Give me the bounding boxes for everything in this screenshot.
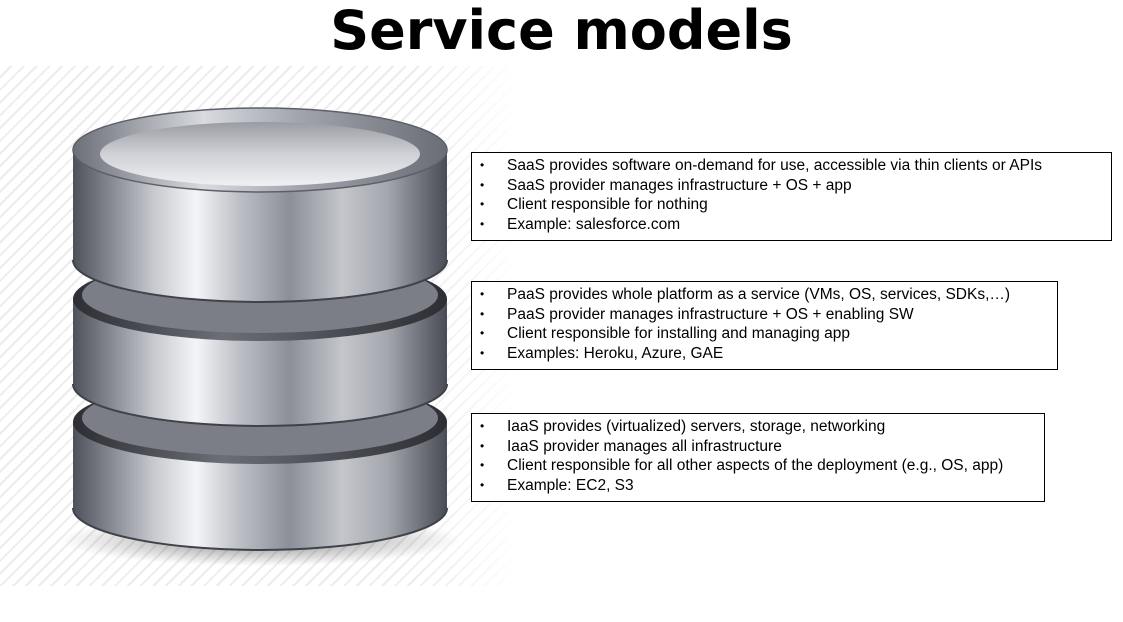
list-item: • Example: EC2, S3	[480, 476, 1036, 496]
bullet: •	[480, 477, 485, 492]
bullet: •	[480, 419, 485, 433]
saas-description-box: • SaaS provides software on-demand for us…	[471, 152, 1112, 241]
bullet: •	[480, 216, 485, 231]
list-item: • SaaS provider manages infrastructure + …	[480, 176, 1103, 196]
list-item: • Client responsible for all other aspect…	[480, 456, 1036, 476]
iaas-item-text: IaaS provider manages all infrastructure	[507, 437, 782, 455]
saas-item-text: SaaS provides software on-demand for use…	[507, 157, 1043, 174]
list-item: • Client responsible for nothing	[480, 195, 1103, 215]
paas-item-text: Examples: Heroku, Azure, GAE	[507, 344, 724, 362]
bullet: •	[480, 438, 485, 453]
iaas-description-box: • IaaS provides (virtualized) servers, st…	[471, 413, 1045, 502]
list-item: • Examples: Heroku, Azure, GAE	[480, 344, 1049, 364]
bullet: •	[480, 326, 485, 341]
iaas-item-text: Client responsible for all other aspects…	[507, 457, 1004, 475]
bullet: •	[480, 287, 485, 301]
bullet: •	[480, 177, 485, 192]
list-item: • IaaS provides (virtualized) servers, st…	[480, 417, 1036, 437]
database-stack-icon	[60, 107, 460, 566]
paas-item-text: PaaS provider manages infrastructure + O…	[507, 305, 914, 323]
paas-item-text: PaaS provides whole platform as a servic…	[507, 286, 1011, 303]
bullet: •	[480, 345, 485, 360]
bullet: •	[480, 197, 485, 212]
list-item: • SaaS provides software on-demand for us…	[480, 156, 1103, 176]
saas-item-text: Example: salesforce.com	[507, 215, 681, 233]
database-stack-image	[0, 66, 520, 586]
saas-item-text: SaaS provider manages infrastructure + O…	[507, 176, 852, 194]
bullet: •	[480, 158, 485, 172]
list-item: • Example: salesforce.com	[480, 215, 1103, 235]
paas-item-text: Client responsible for installing and ma…	[507, 325, 850, 343]
list-item: • PaaS provides whole platform as a servi…	[480, 285, 1049, 305]
list-item: • Client responsible for installing and m…	[480, 324, 1049, 344]
iaas-item-text: Example: EC2, S3	[507, 476, 634, 494]
list-item: • PaaS provider manages infrastructure + …	[480, 305, 1049, 325]
bullet: •	[480, 458, 485, 473]
slide-title: Service models	[330, 0, 793, 62]
list-item: • IaaS provider manages all infrastructur…	[480, 437, 1036, 457]
saas-item-text: Client responsible for nothing	[507, 196, 708, 214]
paas-description-box: • PaaS provides whole platform as a servi…	[471, 281, 1058, 370]
iaas-item-text: IaaS provides (virtualized) servers, sto…	[507, 418, 886, 435]
bullet: •	[480, 306, 485, 321]
